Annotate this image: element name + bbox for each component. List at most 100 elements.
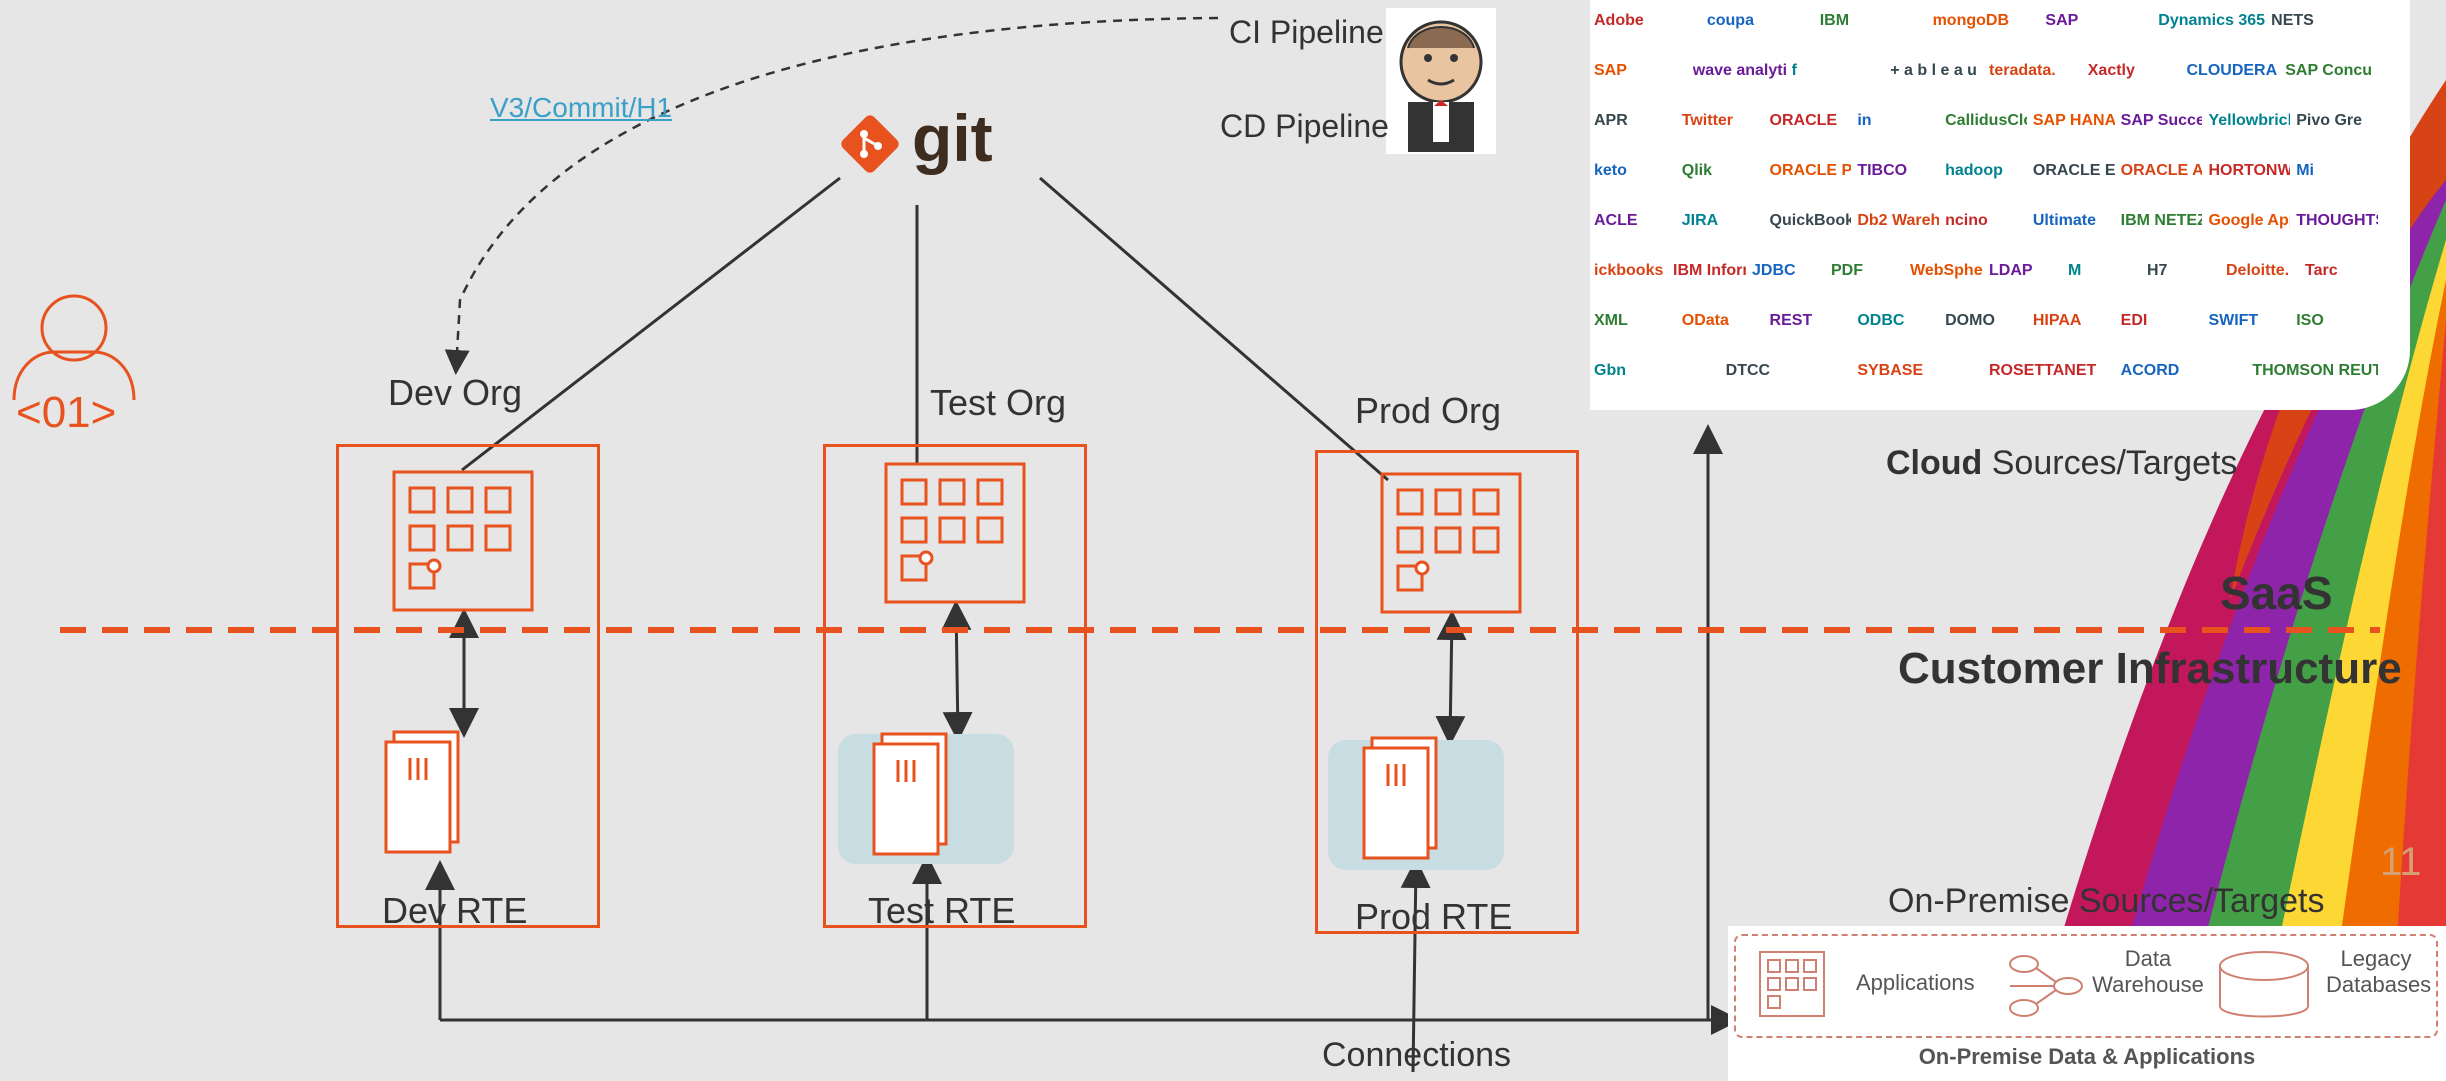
test-environment-box: [823, 444, 1087, 928]
cloud-logo: OData: [1681, 312, 1729, 329]
prod-org-icon: [1380, 472, 1522, 614]
cloud-logo: SAP HANA: [2032, 112, 2115, 129]
cloud-logo: TIBCO: [1857, 162, 1908, 179]
cloud-logo: Yellowbrick: [2208, 112, 2291, 129]
cloud-logo: LDAP: [1989, 262, 2033, 279]
cloud-logo: ODBC: [1857, 312, 1905, 329]
legacy-database-icon: [2219, 951, 2309, 1018]
cloud-logo: IBM Informix: [1673, 262, 1746, 279]
cloud-logo: ORACLE Applications: [2120, 162, 2203, 179]
cloud-logo: + a b l e a u: [1890, 62, 1977, 79]
cloud-logo: SAP: [1594, 62, 1627, 79]
cloud-logo: THOUGHTSPOT: [2296, 212, 2378, 229]
git-to-prod-line: [1039, 176, 1389, 482]
cloud-logo: SAP Concu: [2285, 62, 2373, 79]
cloud-logo: Dynamics 365: [2158, 12, 2266, 29]
cloud-logo: HORTONWORKS: [2208, 162, 2291, 179]
dev-org-icon: [392, 470, 534, 612]
cloud-logo: coupa: [1706, 12, 1754, 29]
onprem-sources-label: On-Premise Sources/Targets: [1888, 882, 2325, 920]
test-org-label: Test Org: [930, 382, 1067, 423]
cloud-logo: HIPAA: [2032, 312, 2082, 329]
saas-label: SaaS: [2220, 567, 2333, 619]
onprem-panel: Applications Data Warehouse Legacy Datab…: [1728, 926, 2446, 1081]
cloud-logo: Google Apps: [2208, 212, 2290, 229]
cloud-logo: Twitter: [1681, 112, 1734, 129]
cloud-logo: THOMSON REUTERS: [2252, 362, 2378, 379]
cloud-logo: QuickBooks: [1769, 212, 1852, 229]
cloud-logo: Db2 Warehouse: [1857, 212, 1940, 229]
cloud-logo: IBM: [1819, 12, 1850, 29]
git-label: git: [912, 101, 993, 175]
cloud-logo: Tarc: [2305, 262, 2338, 279]
cloud-logo: JDBC: [1752, 262, 1796, 279]
developer-badge: <01>: [16, 388, 117, 437]
prod-runtime-icon: [1362, 736, 1438, 860]
onprem-caption: On-Premise Data & Applications: [1918, 1044, 2256, 1069]
cloud-logo: Qlik: [1681, 162, 1712, 179]
cloud-logo: ncino: [1945, 212, 1988, 229]
cloud-logo: hadoop: [1945, 162, 2003, 179]
cloud-logo: f: [1791, 62, 1797, 79]
cloud-logo: EDI: [2120, 312, 2148, 329]
cloud-logo: Xactly: [2087, 62, 2135, 79]
cloud-logo: ORACLE E-BUSINESS SUITE: [2032, 162, 2115, 179]
test-rte-label: Test RTE: [868, 890, 1016, 931]
cloud-logo: Adobe: [1594, 12, 1644, 29]
cloud-logo: Deloitte.: [2226, 262, 2290, 279]
commit-link[interactable]: V3/Commit/H1: [490, 92, 673, 123]
cloud-logo: Pivo Gre: [2296, 112, 2363, 129]
cloud-logo: REST: [1769, 312, 1813, 329]
cloud-logo: in: [1857, 112, 1872, 129]
cloud-logo: Mi: [2296, 162, 2314, 179]
cloud-logo: ORACLE: [1769, 112, 1838, 129]
cloud-logo: PDF: [1831, 262, 1863, 279]
ci-pipeline-curve: [444, 16, 1219, 375]
cloud-logo: SWIFT: [2208, 312, 2259, 329]
cloud-logo: IBM NETEZZA: [2120, 212, 2203, 229]
cloud-logo: keto: [1594, 162, 1627, 179]
cloud-logo: XML: [1594, 312, 1628, 329]
prod-org-label: Prod Org: [1355, 390, 1502, 431]
data-warehouse-label: Data Warehouse: [2092, 946, 2204, 997]
dev-rte-label: Dev RTE: [382, 890, 528, 931]
cloud-logo: M: [2068, 262, 2082, 279]
cloud-logos-panel: Adobe coupa IBM mongoDB SAP Dynamics 365 NETS S…: [1590, 0, 2410, 410]
jenkins-icon: [1386, 8, 1496, 154]
git-icon: [841, 115, 899, 173]
dev-org-label: Dev Org: [388, 372, 523, 413]
cloud-logo: Ultimate: [2032, 212, 2096, 229]
cloud-logo: H7: [2147, 262, 2168, 279]
prod-environment-box: [1315, 450, 1579, 934]
cloud-logo: WebSphere.: [1910, 262, 1983, 279]
cloud-logo: ROSETTANET: [1989, 362, 2097, 379]
cloud-logo: CallidusCloud: [1945, 112, 2027, 129]
cloud-logo: APR: [1594, 112, 1628, 129]
cloud-logo: Gbn: [1594, 362, 1626, 379]
cloud-logo: ORACLE PEOPLESOFT: [1769, 162, 1852, 179]
cloud-logo: teradata.: [1989, 62, 2056, 79]
cloud-logo: ISO: [2296, 312, 2324, 329]
cloud-logo: mongoDB: [1932, 12, 2009, 29]
onprem-box: Applications Data Warehouse Legacy Datab…: [1734, 934, 2438, 1038]
cloud-logo: wave analytics: [1692, 62, 1786, 79]
prod-rte-label: Prod RTE: [1355, 896, 1513, 937]
cloud-logo: DOMO: [1945, 312, 1995, 329]
cloud-logo: ACLE: [1594, 212, 1638, 229]
cloud-logo: SAP: [2045, 12, 2079, 29]
dev-runtime-icon: [384, 730, 460, 854]
dev-environment-box: [336, 444, 600, 928]
applications-label: Applications: [1856, 970, 1975, 995]
cloud-logo: NETS: [2271, 12, 2314, 29]
cloud-logo: ickbooks: [1594, 262, 1664, 279]
cloud-logo: JIRA: [1681, 212, 1719, 229]
prod-sync-arrow: [1435, 610, 1467, 746]
test-runtime-icon: [872, 732, 948, 856]
cloud-logo: DTCC: [1725, 362, 1771, 379]
cloud-logo: SAP SuccessFactors: [2120, 112, 2203, 129]
ci-pipeline-label: CI Pipeline: [1229, 14, 1384, 50]
test-org-icon: [884, 462, 1026, 604]
git-to-dev-line: [461, 176, 841, 472]
cloud-logo: CLOUDERA: [2186, 62, 2278, 79]
